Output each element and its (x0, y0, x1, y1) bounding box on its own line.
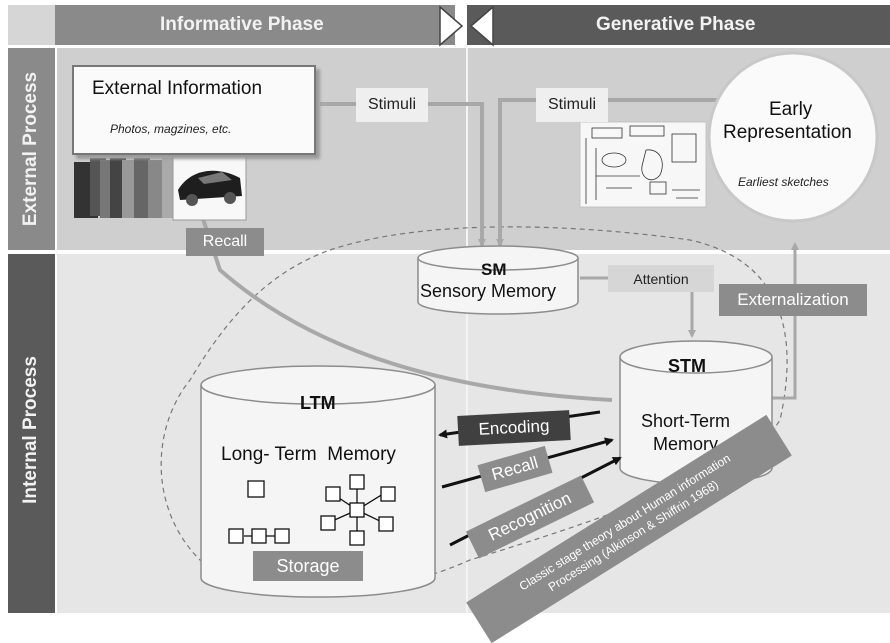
ltm-node-diagram (228, 474, 396, 546)
chevron-left-icon (469, 5, 494, 47)
external-information-title: External Information (92, 78, 263, 99)
ltm-cylinder (200, 365, 436, 598)
stm-abbr: STM (668, 356, 706, 376)
externalization-label: Externalization (719, 284, 867, 316)
internal-boundary-dashed (160, 226, 788, 595)
sketches-image (579, 121, 707, 208)
side-external-band (8, 48, 55, 250)
generative-phase-title: Generative Phase (596, 14, 756, 35)
stimuli-left-label: Stimuli (356, 88, 428, 122)
sm-name: Sensory Memory (420, 281, 557, 301)
chevron-right-icon (439, 5, 464, 47)
attention-label: Attention (608, 265, 714, 292)
early-representation-subtitle: Earliest sketches (738, 175, 829, 189)
encoding-label: Encoding (457, 410, 571, 446)
stimuli-right-arrow (496, 98, 740, 247)
stm-name-1: Short-Term (641, 411, 731, 431)
phase-divider-line (466, 48, 468, 613)
sm-cylinder (417, 245, 579, 315)
recall-top-label: Recall (186, 228, 264, 256)
recall-curve-arrow (189, 158, 613, 402)
early-representation-title-1: Early (769, 99, 813, 120)
side-internal-band (8, 254, 55, 613)
photos-stack-image (74, 158, 176, 218)
early-representation-title-2: Representation (723, 122, 852, 143)
header-informative-band (55, 5, 455, 45)
header-left-corner (8, 5, 55, 45)
external-information-box (72, 65, 316, 155)
stm-name-2: Memory (653, 434, 719, 454)
early-representation-circle (707, 51, 879, 223)
external-information-subtitle: Photos, magzines, etc. (110, 122, 232, 136)
stimuli-left-arrow (320, 102, 486, 247)
stimuli-right-label: Stimuli (536, 88, 608, 122)
header-generative-band (467, 5, 890, 45)
storage-label: Storage (253, 551, 363, 581)
ltm-name: Long- Term Memory (221, 444, 396, 465)
sm-abbr: SM (481, 260, 507, 279)
diagram-graphics (74, 5, 879, 598)
informative-phase-title: Informative Phase (160, 14, 324, 35)
ltm-abbr: LTM (300, 393, 336, 413)
car-image (172, 149, 247, 221)
